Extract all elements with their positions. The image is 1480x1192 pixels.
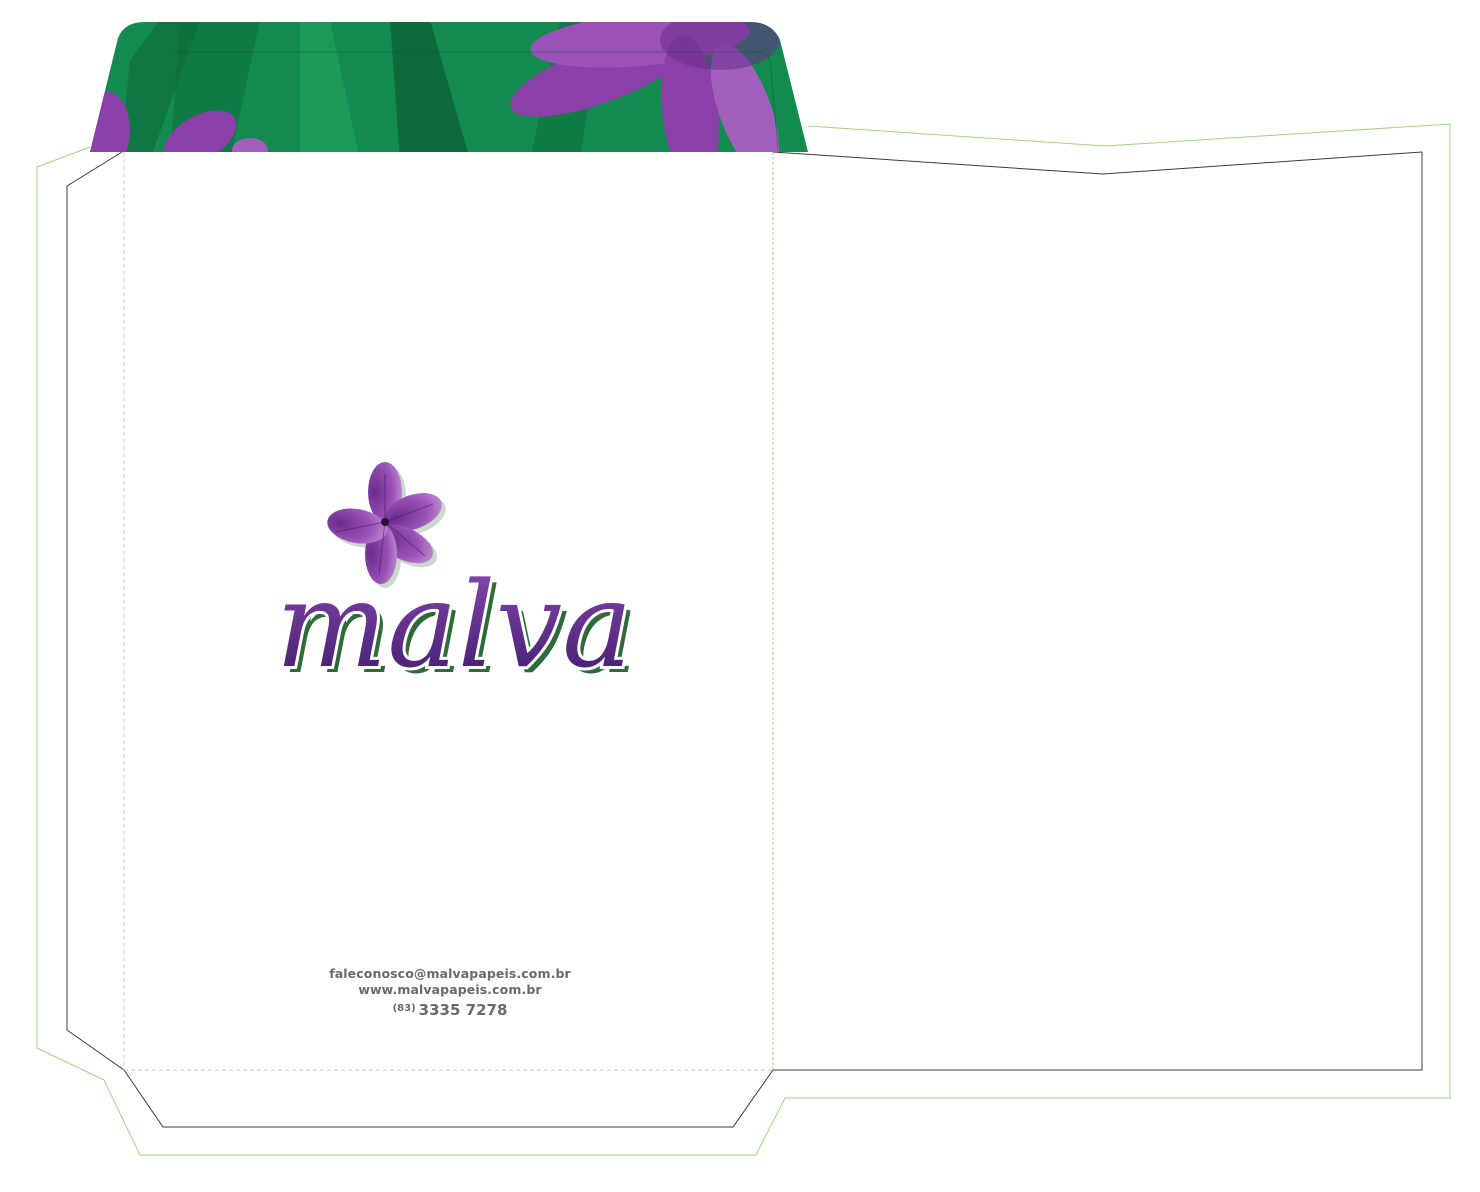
phone-number: 3335 7278 xyxy=(418,1001,508,1019)
fold-lines xyxy=(123,152,773,1071)
contact-phone: (83)3335 7278 xyxy=(250,1001,650,1019)
logo-flower-icon xyxy=(327,462,446,588)
top-flap-artwork xyxy=(90,22,808,152)
cut-outline xyxy=(66,151,1423,1128)
brand-wordmark: malva malva malva xyxy=(273,553,639,698)
bleed-outline xyxy=(36,123,1451,1156)
phone-area-code: (83) xyxy=(392,1003,416,1014)
flower-large-icon xyxy=(510,22,780,152)
wordmark-text: malva xyxy=(276,556,633,694)
wordmark-shadow: malva xyxy=(282,562,639,698)
contact-email: faleconosco@malvapapeis.com.br xyxy=(329,966,571,981)
wordmark-outline: malva xyxy=(276,556,633,694)
contact-website: www.malvapapeis.com.br xyxy=(358,982,542,997)
